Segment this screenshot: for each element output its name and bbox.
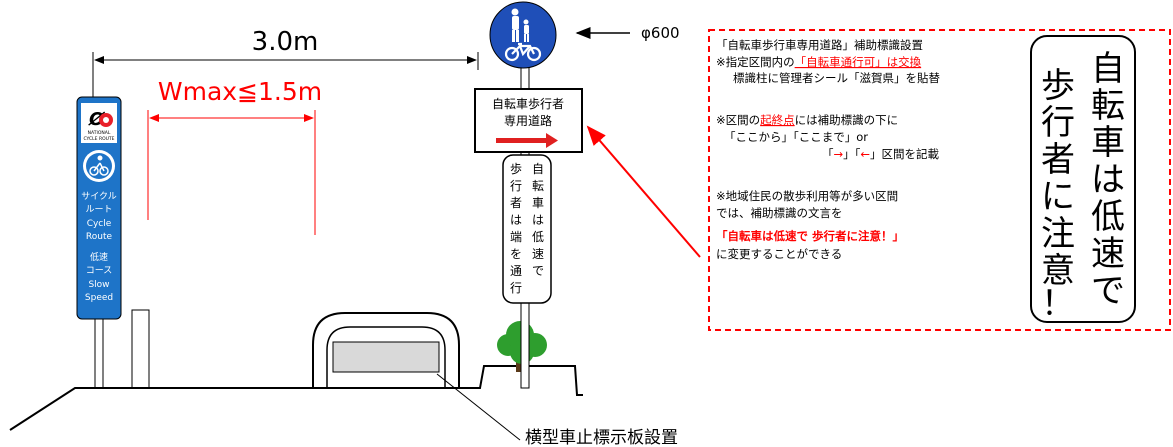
bollard [131,309,150,389]
sign-jp-line1: サイクル [81,191,117,202]
sign-jp-line3: 低速 [90,251,108,263]
cycle-route-sign: Ø NATIONAL CYCLE ROUTE サイクル ルート Cycle Ro… [76,96,122,389]
aux-sign-line2: 専用道路 [504,113,552,128]
svg-text:者: 者 [510,196,522,210]
svg-text:行: 行 [510,281,522,295]
svg-text:CYCLE ROUTE: CYCLE ROUTE [83,136,114,142]
note-box: 「自転車歩行車専用道路」補助標識設置 ※指定区間内の「自転車通行可」は交換 標識… [708,29,1171,331]
svg-text:注: 注 [1041,214,1075,254]
svg-text:転: 転 [532,179,544,193]
width-dimension: 3.0m [92,27,479,100]
svg-text:車: 車 [532,196,544,210]
svg-text:通: 通 [510,264,522,278]
svg-text:者: 者 [1041,140,1075,180]
svg-text:を: を [510,247,522,261]
svg-text:※区間の起終点には補助標識の下に: ※区間の起終点には補助標識の下に [716,113,898,127]
svg-text:に: に [1041,177,1075,217]
svg-text:歩: 歩 [510,161,522,176]
main-sign-post: φ600 自転車歩行者 専用道路 自 転 車 は 低 速 で 歩 行 者 は 端… [474,1,680,389]
sign-jp-line4: コース [86,266,113,276]
svg-text:意: 意 [1041,251,1075,291]
aux-sign-line1: 自転車歩行者 [492,96,564,111]
sign-en-line3: Slow [88,280,109,290]
note-line5: 「ここから」「ここまで」or [724,130,868,144]
svg-text:速: 速 [1091,234,1125,274]
pointer-arrow [586,125,701,258]
barrier-label: 横型車止標示板設置 [525,428,678,447]
sign-en-line1: Cycle [87,219,112,229]
svg-text:行: 行 [1041,103,1075,143]
svg-text:速: 速 [532,247,544,261]
note-line8: では、補助標識の文言を [716,206,843,220]
note-line7: ※地域住民の散歩利用等が多い区間 [716,189,898,203]
svg-text:自: 自 [532,162,544,176]
wmax-dimension: Wmax≦1.5m [147,77,322,235]
svg-text:※指定区間内の「自転車通行可」は交換: ※指定区間内の「自転車通行可」は交換 [716,55,922,69]
svg-text:は: は [510,213,522,227]
svg-text:歩: 歩 [1041,66,1075,106]
note-line9: 「自転車は低速で 歩行者に注意！」 [716,229,904,243]
vertical-sign [502,154,552,304]
wmax-label: Wmax≦1.5m [158,77,322,106]
svg-text:で: で [532,264,544,278]
national-cycle-route-logo: Ø NATIONAL CYCLE ROUTE [83,109,114,142]
svg-text:で: で [1091,271,1125,311]
svg-text:は: は [1091,160,1125,200]
car-stop-barrier: 横型車止標示板設置 [312,312,678,447]
width-label: 3.0m [252,27,319,57]
ground-line [9,365,583,431]
svg-text:は: は [532,213,544,227]
caution-sign [1030,35,1136,323]
note-line10: に変更することができる [716,247,842,261]
barrier-sign-board [332,341,440,373]
right-arrow-icon [496,133,558,148]
svg-text:NATIONAL: NATIONAL [88,130,111,136]
svg-text:低: 低 [532,230,544,244]
sign-jp-line2: ルート [85,205,112,215]
sign-en-line2: Route [86,232,113,242]
note-line1: 「自転車歩行車専用道路」補助標識設置 [716,38,923,52]
svg-text:低: 低 [1091,197,1125,237]
svg-text:端: 端 [510,230,522,244]
svg-text:転: 転 [1091,86,1125,126]
pedestrian-icon [511,8,529,42]
phi-label: φ600 [641,24,680,42]
svg-text:「→」「←」区間を記載: 「→」「←」区間を記載 [822,147,940,161]
svg-text:自: 自 [1091,49,1125,89]
pedestrian-bicycle-sign [489,1,557,69]
svg-text:！: ！ [1041,284,1075,324]
note-line3: 標識柱に管理者シール「滋賀県」を貼替 [733,71,940,85]
svg-text:行: 行 [510,179,522,193]
svg-text:車: 車 [1091,123,1125,163]
bicycle-icon [504,42,542,62]
sign-en-line4: Speed [85,293,113,303]
